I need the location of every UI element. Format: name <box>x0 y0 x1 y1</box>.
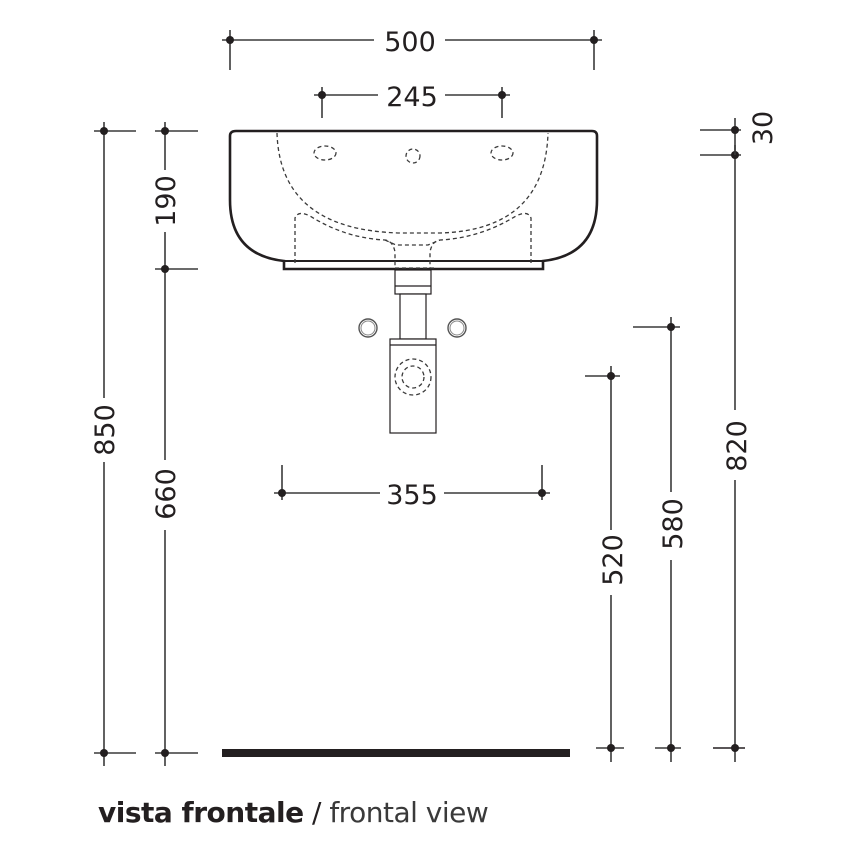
dimension-500: 500 <box>222 27 602 70</box>
dimension-850-label: 850 <box>90 404 121 456</box>
fixing-bolts <box>358 318 467 338</box>
siphon-trap <box>389 269 437 434</box>
dimension-30-label: 30 <box>748 111 779 145</box>
dimension-820-label: 820 <box>722 420 753 472</box>
view-label-italian: vista frontale <box>98 796 304 829</box>
dimension-580: 580 <box>633 317 689 762</box>
dimension-245: 245 <box>314 82 510 118</box>
dimension-30: 30 <box>700 111 779 155</box>
dimension-190-label: 190 <box>151 175 182 227</box>
dimension-520: 520 <box>585 366 629 762</box>
dimension-520-label: 520 <box>598 534 629 586</box>
dimension-580-label: 580 <box>658 498 689 550</box>
view-label-separator: / <box>311 796 321 829</box>
washbasin <box>228 129 599 271</box>
view-label-english: frontal view <box>329 796 489 829</box>
dimension-355: 355 <box>274 465 550 511</box>
tap-hole-left <box>313 145 337 161</box>
dimension-660-label: 660 <box>151 468 182 520</box>
fixing-bolt-left <box>358 318 378 338</box>
dimension-500-label: 500 <box>384 27 436 58</box>
tap-hole-center <box>405 148 421 164</box>
fixing-bolt-right <box>447 318 467 338</box>
dimension-820: 820 <box>700 145 753 762</box>
dimension-245-label: 245 <box>386 82 438 113</box>
dimension-355-label: 355 <box>386 480 438 511</box>
view-caption: vista frontale / frontal view <box>98 796 489 829</box>
dimension-190: 190 <box>151 122 198 280</box>
dimension-850: 850 <box>90 122 136 766</box>
dimension-660: 660 <box>151 280 198 766</box>
tap-hole-right <box>490 145 514 161</box>
floor-line <box>222 749 570 757</box>
